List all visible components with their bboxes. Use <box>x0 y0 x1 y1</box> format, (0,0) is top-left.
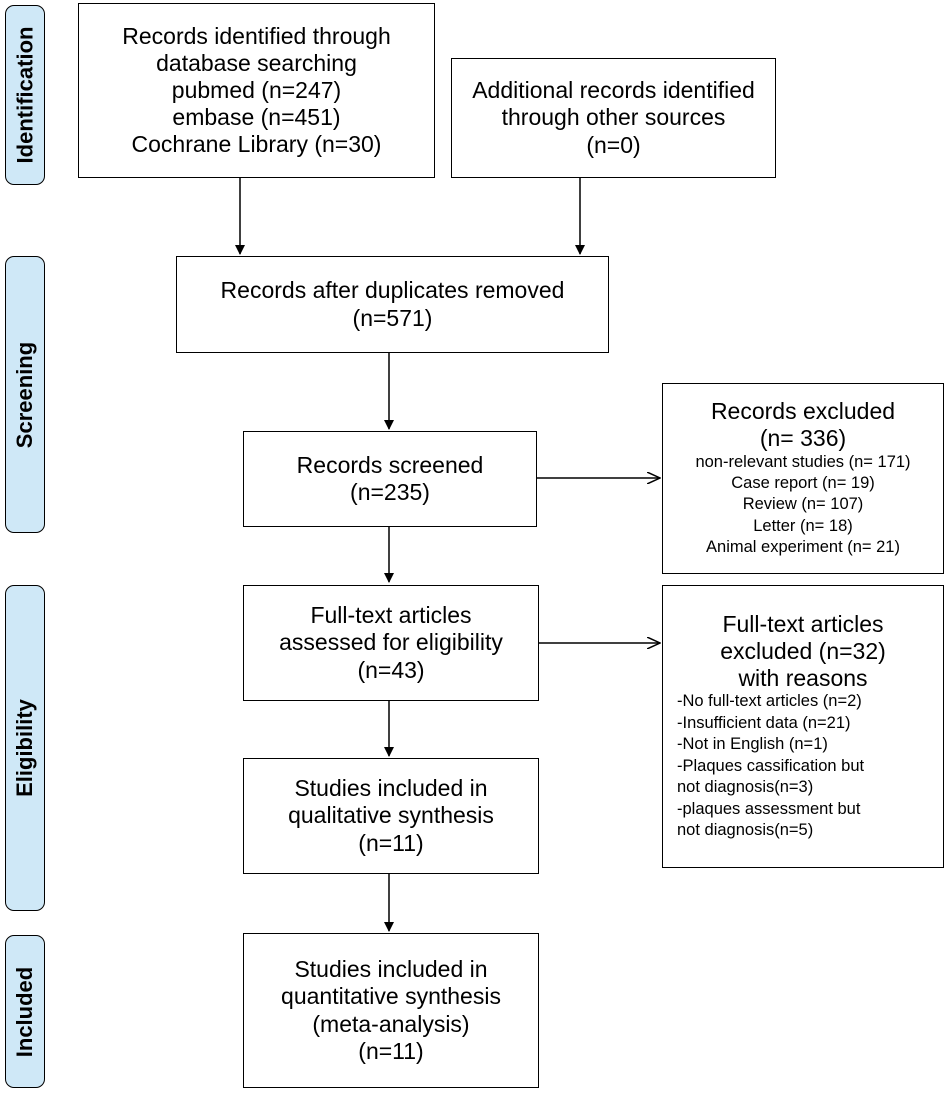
qualitative-synthesis-line: (n=11) <box>358 829 424 856</box>
quantitative-synthesis-box: Studies included in quantitative synthes… <box>243 933 539 1088</box>
duplicates-removed-line: (n=571) <box>352 304 433 331</box>
fulltext-excluded-reason: -Not in English (n=1) <box>677 735 828 754</box>
quantitative-synthesis-line: (n=11) <box>358 1037 424 1064</box>
records-screened-box: Records screened (n=235) <box>243 431 537 527</box>
database-search-line: embase (n=451) <box>172 104 341 131</box>
duplicates-removed-line: Records after duplicates removed <box>220 277 565 304</box>
records-excluded-reason: Letter (n= 18) <box>753 516 853 535</box>
records-excluded-reason: Case report (n= 19) <box>731 474 875 493</box>
records-screened-line: (n=235) <box>350 479 430 505</box>
fulltext-excluded-reason: -Plaques cassification but <box>677 756 865 775</box>
fulltext-assessed-line: assessed for eligibility <box>279 629 503 656</box>
records-excluded-title: Records excluded <box>710 398 896 425</box>
qualitative-synthesis-line: Studies included in <box>294 775 488 802</box>
other-sources-line: Additional records identified <box>472 77 755 104</box>
fulltext-excluded-box: Full-text articles excluded (n=32) with … <box>662 585 944 868</box>
database-search-line: database searching <box>156 49 357 76</box>
fulltext-excluded-reason: not diagnosis(n=3) <box>677 778 814 797</box>
quantitative-synthesis-line: (meta-analysis) <box>312 1010 470 1037</box>
phase-identification: Identification <box>5 5 45 185</box>
fulltext-excluded-reason: -plaques assessment but <box>677 799 861 818</box>
database-search-box: Records identified through database sear… <box>78 3 435 178</box>
database-search-line: Records identified through <box>122 22 391 49</box>
fulltext-excluded-title: Full-text articles <box>722 611 884 638</box>
records-excluded-reason: non-relevant studies (n= 171) <box>695 452 911 471</box>
qualitative-synthesis-box: Studies included in qualitative synthesi… <box>243 758 539 874</box>
phase-eligibility: Eligibility <box>5 585 45 911</box>
phase-included: Included <box>5 935 45 1088</box>
records-excluded-reason: Review (n= 107) <box>742 495 864 514</box>
fulltext-excluded-reason: not diagnosis(n=5) <box>677 821 814 840</box>
fulltext-excluded-subtitle: with reasons <box>738 664 868 691</box>
records-excluded-reason: Animal experiment (n= 21) <box>706 538 900 557</box>
other-sources-line: through other sources <box>501 104 726 131</box>
other-sources-box: Additional records identified through ot… <box>451 58 776 178</box>
other-sources-line: (n=0) <box>586 131 641 158</box>
qualitative-synthesis-line: qualitative synthesis <box>288 802 494 829</box>
duplicates-removed-box: Records after duplicates removed (n=571) <box>176 256 609 353</box>
fulltext-assessed-box: Full-text articles assessed for eligibil… <box>243 585 539 701</box>
fulltext-assessed-line: (n=43) <box>357 656 425 683</box>
database-search-line: pubmed (n=247) <box>171 76 342 103</box>
fulltext-excluded-reasons: -No full-text articles (n=2) -Insufficie… <box>663 691 943 841</box>
quantitative-synthesis-line: quantitative synthesis <box>281 983 501 1010</box>
records-excluded-box: Records excluded (n= 336) non-relevant s… <box>662 383 944 574</box>
phase-screening: Screening <box>5 256 45 533</box>
fulltext-excluded-reason: -No full-text articles (n=2) <box>677 692 862 711</box>
records-screened-line: Records screened <box>296 451 484 478</box>
fulltext-excluded-count: excluded (n=32) <box>720 638 886 665</box>
quantitative-synthesis-line: Studies included in <box>294 956 488 983</box>
fulltext-assessed-line: Full-text articles <box>310 602 472 629</box>
fulltext-excluded-reason: -Insufficient data (n=21) <box>677 713 851 732</box>
database-search-line: Cochrane Library (n=30) <box>131 131 382 158</box>
records-excluded-count: (n= 336) <box>759 424 847 451</box>
